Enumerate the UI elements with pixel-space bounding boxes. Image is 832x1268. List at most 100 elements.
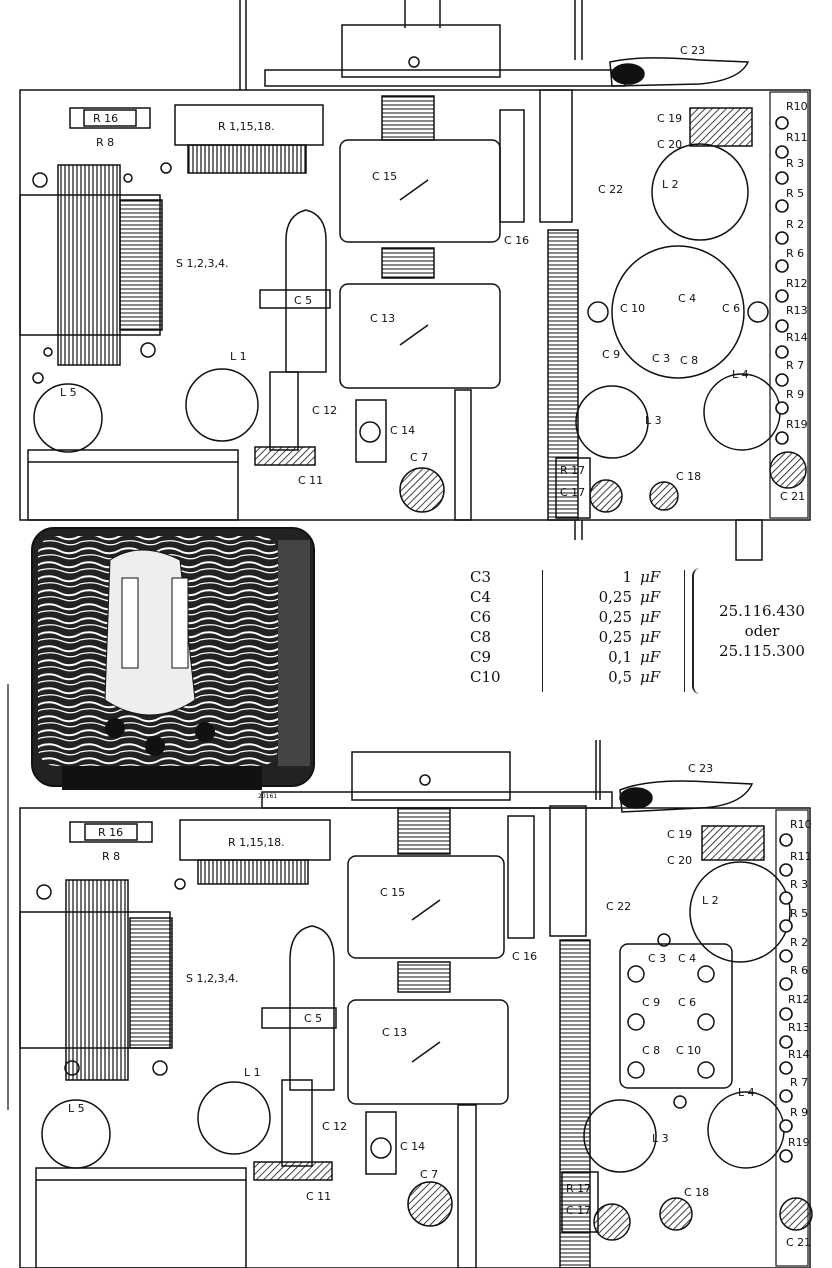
c16-trimmer xyxy=(499,109,525,223)
bottom-label-s1234: S 1,2,3,4. xyxy=(186,972,238,985)
top-label-r14: R14 xyxy=(786,331,808,344)
table-row: C10 0,5 μF xyxy=(462,668,682,687)
bottom-label-r8: R 8 xyxy=(102,850,120,863)
tube-bottom xyxy=(289,925,335,1091)
top-label-r5: R 5 xyxy=(786,187,804,200)
c7-capacitor-bottom xyxy=(407,1181,453,1227)
l1-coil-bottom xyxy=(197,1081,271,1155)
l3-coil xyxy=(575,385,649,459)
bottom-label-c20: C 20 xyxy=(667,854,692,867)
top-label-c8: C 8 xyxy=(680,354,698,367)
top-label-c5: C 5 xyxy=(294,294,312,307)
top-chassis xyxy=(19,0,811,561)
top-label-c14: C 14 xyxy=(390,424,415,437)
bottom-label-c16: C 16 xyxy=(512,950,537,963)
c17-capacitor xyxy=(589,479,623,513)
c19-capacitor-bottom xyxy=(701,825,765,861)
bottom-label-c23: C 23 xyxy=(688,762,713,775)
c21-capacitor xyxy=(769,451,807,489)
cap-value: 1 xyxy=(622,568,632,586)
c17-capacitor-bottom xyxy=(593,1203,631,1241)
top-label-l5: L 5 xyxy=(60,386,77,399)
top-label-s1234: S 1,2,3,4. xyxy=(176,257,228,270)
l5-coil xyxy=(33,383,103,453)
top-label-c18: C 18 xyxy=(676,470,701,483)
bottom-label-r10: R10 xyxy=(790,818,812,831)
bottom-label-c3: C 3 xyxy=(648,952,666,965)
cap-unit: μF xyxy=(640,668,661,686)
top-label-c7: C 7 xyxy=(410,451,428,464)
top-label-r6: R 6 xyxy=(786,247,804,260)
bottom-label-r16: R 16 xyxy=(98,826,123,839)
table-divider-right xyxy=(684,570,685,692)
cap-ref: C6 xyxy=(470,608,492,626)
top-label-c4: C 4 xyxy=(678,292,696,305)
bottom-label-c5: C 5 xyxy=(304,1012,322,1025)
bottom-label-c15: C 15 xyxy=(380,886,405,899)
capacitor-pack-bottom xyxy=(619,943,733,1089)
bottom-resistor-strip xyxy=(779,833,793,1163)
photo-caption: 20161 xyxy=(258,793,277,800)
top-label-r13: R13 xyxy=(786,304,808,317)
table-row: C3 1 μF xyxy=(462,568,682,587)
bottom-chassis xyxy=(19,740,813,1268)
c18-capacitor-bottom xyxy=(659,1197,693,1231)
bottom-label-l1: L 1 xyxy=(244,1066,261,1079)
c23-lamp-bottom xyxy=(619,780,754,813)
top-label-r2: R 2 xyxy=(786,218,804,231)
bottom-label-r6: R 6 xyxy=(790,964,808,977)
c15-capacitor-bottom xyxy=(347,855,505,959)
c21-capacitor-bottom xyxy=(779,1197,813,1231)
bottom-label-r5: R 5 xyxy=(790,907,808,920)
bottom-label-l4: L 4 xyxy=(738,1086,755,1099)
bottom-label-r1: R 1,15,18. xyxy=(228,836,285,849)
cap-value: 0,25 xyxy=(598,608,632,626)
bottom-label-l5: L 5 xyxy=(68,1102,85,1115)
cap-unit: μF xyxy=(640,588,661,606)
top-label-c19: C 19 xyxy=(657,112,682,125)
top-labels: R 16 R 8 R 1,15,18. S 1,2,3,4. C 15 C 16… xyxy=(60,44,808,503)
bottom-label-c14: C 14 xyxy=(400,1140,425,1153)
table-divider xyxy=(542,570,543,692)
top-label-c3: C 3 xyxy=(652,352,670,365)
cap-ref: C10 xyxy=(470,668,501,686)
table-row: C9 0,1 μF xyxy=(462,648,682,667)
top-label-r12: R12 xyxy=(786,277,808,290)
top-label-c21: C 21 xyxy=(780,490,805,503)
bottom-label-c10: C 10 xyxy=(676,1044,701,1057)
tuning-bracket xyxy=(341,24,501,78)
top-label-r16: R 16 xyxy=(93,112,118,125)
c22-trimmer xyxy=(539,89,573,223)
c14-trimmer-bottom xyxy=(365,1111,397,1175)
bottom-label-r14: R14 xyxy=(788,1048,810,1061)
top-label-r3: R 3 xyxy=(786,157,804,170)
bottom-label-r9: R 9 xyxy=(790,1106,808,1119)
table-row: C4 0,25 μF xyxy=(462,588,682,607)
bottom-label-c21: C 21 xyxy=(786,1236,811,1249)
top-label-c17: C 17 xyxy=(560,486,585,499)
bottom-labels: R 16 R 8 R 1,15,18. S 1,2,3,4. C 15 C 16… xyxy=(68,762,812,1249)
top-label-c11: C 11 xyxy=(298,474,323,487)
c23-lamp xyxy=(609,57,750,87)
tube xyxy=(285,209,327,373)
top-label-c16: C 16 xyxy=(504,234,529,247)
l4-coil xyxy=(703,373,781,451)
l2-coil xyxy=(651,143,749,241)
top-label-l1: L 1 xyxy=(230,350,247,363)
top-label-r19: R19 xyxy=(786,418,808,431)
cap-ref: C8 xyxy=(470,628,492,646)
bottom-label-c7: C 7 xyxy=(420,1168,438,1181)
top-label-r1: R 1,15,18. xyxy=(218,120,275,133)
cap-unit: μF xyxy=(640,568,661,586)
table-brace xyxy=(692,568,706,694)
c13-capacitor-bottom xyxy=(347,999,509,1105)
top-label-c12: C 12 xyxy=(312,404,337,417)
bottom-label-c4: C 4 xyxy=(678,952,696,965)
bottom-label-c18: C 18 xyxy=(684,1186,709,1199)
c13-capacitor xyxy=(339,283,501,389)
bottom-label-r11: R11 xyxy=(790,850,812,863)
cap-unit: μF xyxy=(640,608,661,626)
bottom-label-r12: R12 xyxy=(788,993,810,1006)
top-label-c20: C 20 xyxy=(657,138,682,151)
top-label-r9: R 9 xyxy=(786,388,804,401)
